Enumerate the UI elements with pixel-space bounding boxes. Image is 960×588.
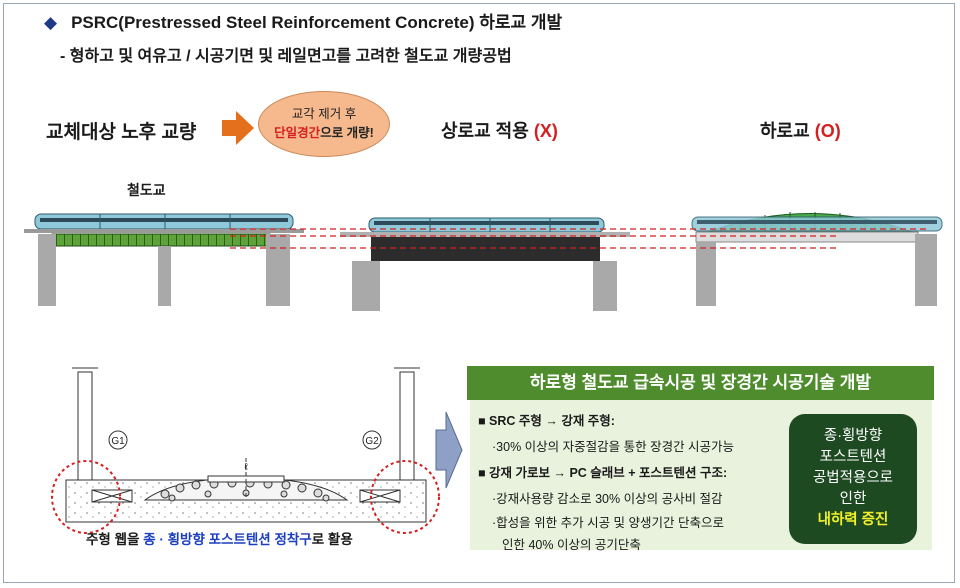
through-bridge	[691, 212, 943, 306]
deck-bridge-label: 상로교 적용	[441, 121, 529, 141]
page-subtitle: - 형하고 및 여유고 / 시공기면 및 레일면고를 고려한 철도교 개량공법	[60, 48, 512, 65]
removal-note-oval: 교각 제거 후 단일경간으로 개량!	[258, 91, 390, 157]
target-bridge-label: 교체대상 노후 교량	[46, 122, 197, 143]
diamond-bullet-icon: ◆	[44, 13, 58, 32]
panel-item-3: ■ 강재 가로보 → PC 슬래브 + 포스트텐션 구조:	[478, 466, 728, 480]
deck-bridge	[340, 217, 630, 311]
train-icon	[34, 213, 294, 230]
train-icon-3	[691, 216, 943, 232]
orange-arrow-icon	[222, 111, 254, 145]
rail-bridge-label: 철도교	[127, 182, 166, 198]
g1-label: G1	[111, 436, 125, 447]
panel-item-2: ·30% 이상의 자중절감을 통한 장경간 시공가능	[492, 440, 735, 454]
caption-part1: 주형 웹을	[86, 532, 144, 547]
oval-line1: 교각 제거 후	[291, 107, 357, 121]
blue-arrow-icon	[435, 411, 463, 489]
panel-item-5: ·합성을 위한 추가 시공 및 양생기간 단축으로	[492, 516, 725, 530]
panel-item-1: ■ SRC 주형 → 강재 주형:	[478, 414, 615, 428]
caption-part3: 로 활용	[311, 532, 353, 547]
deck-x-mark: (X)	[533, 121, 558, 141]
page-title: ◆ PSRC(Prestressed Steel Reinforcement Co…	[44, 8, 562, 33]
badge-line1: 종·횡방향	[823, 428, 883, 444]
through-bridge-label: 하로교	[760, 121, 810, 141]
old-rail-bridge	[24, 213, 304, 306]
panel-item-6: 인한 40% 이상의 공기단축	[502, 538, 641, 552]
frame	[3, 3, 955, 583]
badge-line2: 포스트텐션	[819, 449, 887, 465]
cross-section-drawing	[65, 367, 427, 523]
oval-line2: 단일경간으로 개량!	[259, 124, 389, 143]
through-bridge-title: 하로교 (O)	[760, 117, 841, 143]
panel-title: 하로형 철도교 급속시공 및 장경간 시공기술 개발	[467, 366, 934, 400]
through-o-mark: (O)	[814, 121, 841, 141]
caption-highlight: 종 · 횡방향 포스트텐션 정착구	[143, 532, 312, 547]
oval-rest-text: 으로 개량!	[320, 126, 374, 140]
panel-item-4: ·강재사용량 감소로 30% 이상의 공사비 절감	[492, 492, 723, 506]
benefit-badge: 종·횡방향 포스트텐션 공법적용으로 인한 내하력 증진	[789, 414, 917, 544]
badge-line3: 공법적용으로	[812, 470, 894, 486]
centerline-label: ℓ	[244, 462, 248, 473]
train-icon-2	[368, 217, 605, 233]
oval-red-text: 단일경간	[274, 126, 321, 140]
title-text: PSRC(Prestressed Steel Reinforcement Con…	[71, 13, 563, 32]
badge-highlight: 내하력 증진	[817, 512, 889, 528]
g2-label: G2	[365, 436, 379, 447]
deck-bridge-title: 상로교 적용 (X)	[441, 117, 558, 143]
level-reference-lines	[230, 228, 930, 249]
badge-line4: 인한	[839, 491, 867, 507]
section-caption: 주형 웹을 종 · 횡방향 포스트텐션 정착구로 활용	[86, 528, 353, 548]
anchor-highlight-circles	[51, 460, 440, 534]
